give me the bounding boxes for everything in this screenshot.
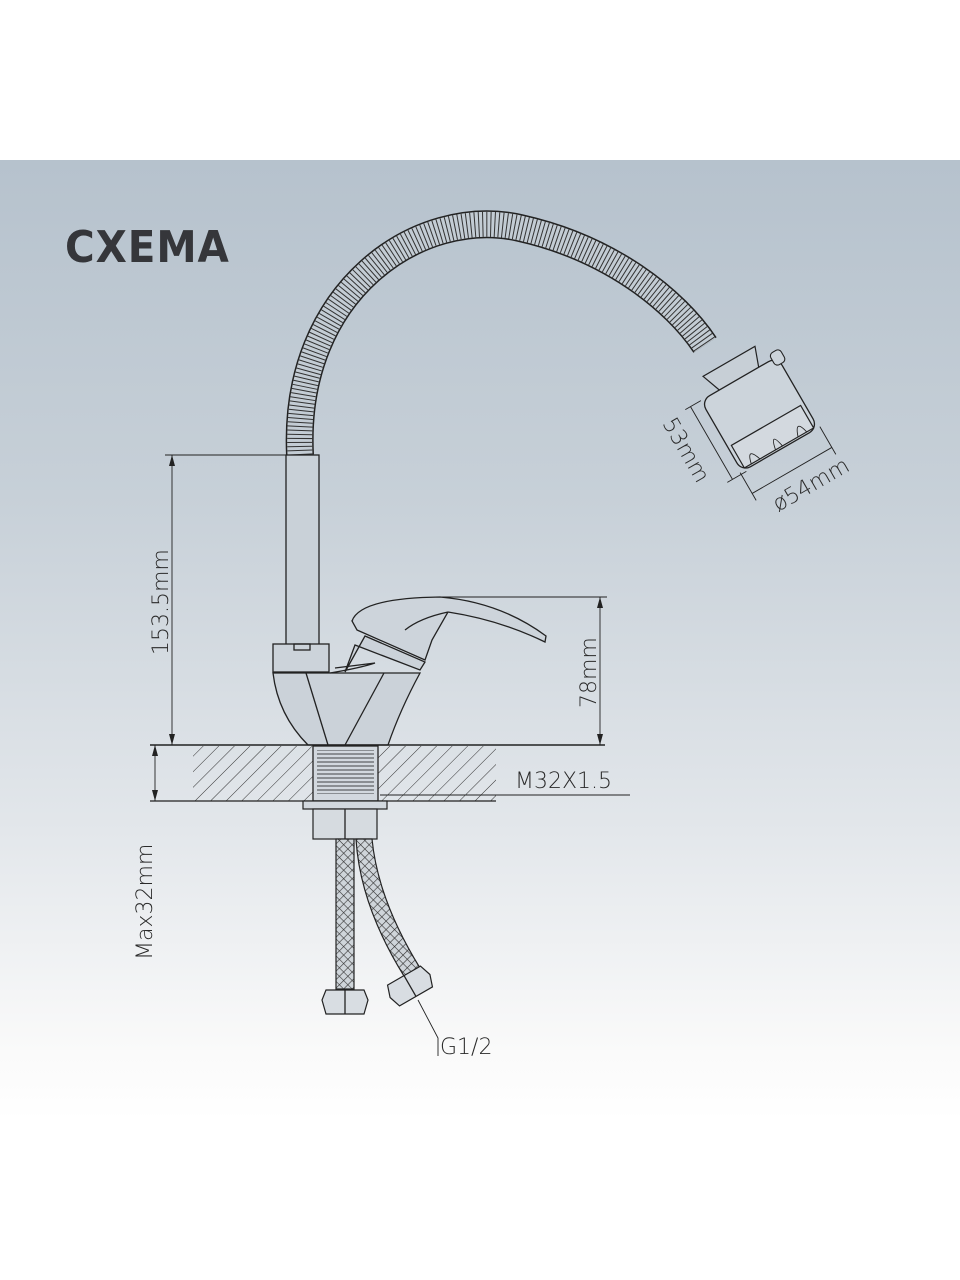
- spout-nut: [272, 643, 330, 673]
- spray-head: [685, 345, 837, 501]
- body-height-label: 78mm: [577, 637, 602, 708]
- head-diameter-label: ø54mm: [769, 453, 855, 517]
- spout-tube: [285, 454, 320, 646]
- counter-thickness-dimension: [152, 745, 158, 801]
- diagram-title: CXEMA: [65, 222, 230, 273]
- max-counter-label: Max32mm: [133, 844, 158, 960]
- mixer-lever: [344, 596, 547, 673]
- supply-hoses: [321, 838, 439, 1056]
- connection-label: G1/2: [440, 1035, 492, 1060]
- body-height-dimension: [440, 596, 607, 745]
- flexible-hose: [285, 210, 717, 456]
- spout-height-dimension: [165, 454, 290, 745]
- background-panel: [0, 160, 960, 1120]
- head-length-label: 53mm: [657, 414, 714, 488]
- countertop-section: [150, 744, 605, 840]
- spout-height-label: 153.5mm: [149, 549, 174, 655]
- thread-label: M32X1.5: [515, 769, 612, 794]
- faucet-body: [272, 662, 422, 746]
